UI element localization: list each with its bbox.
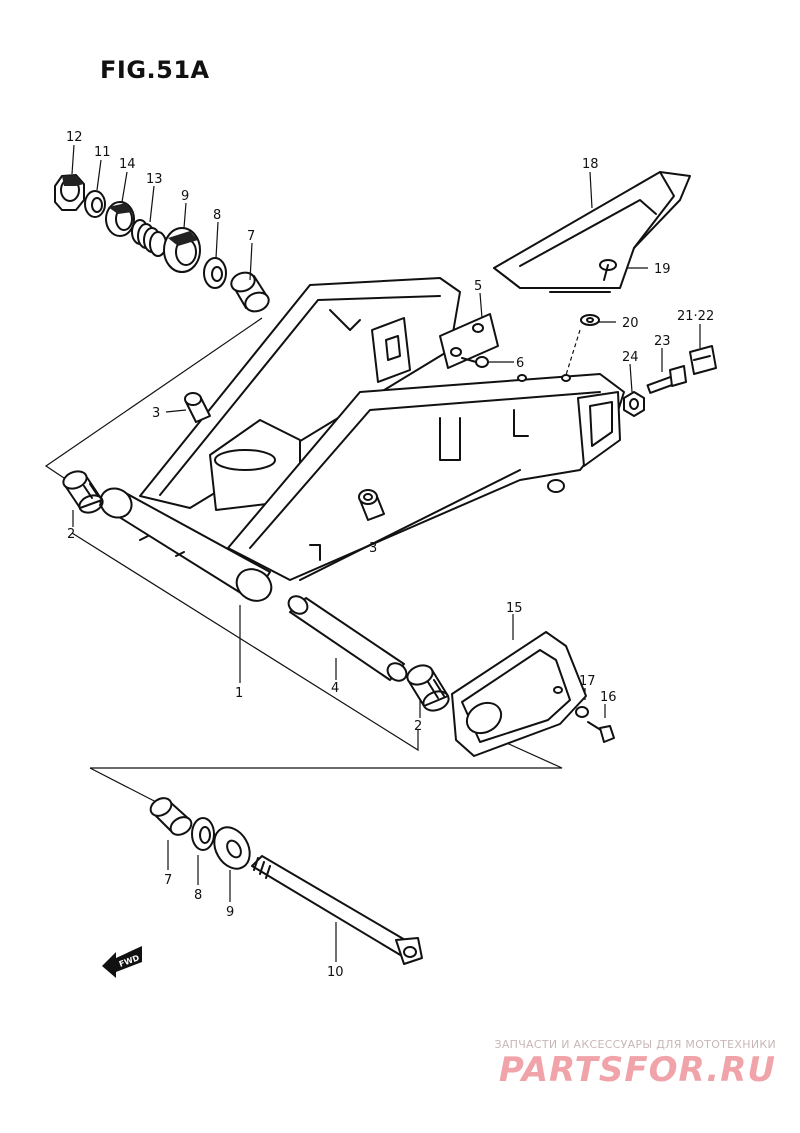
part-13-spring bbox=[131, 219, 167, 257]
part-3-bushing-left bbox=[184, 392, 211, 423]
callout-6: 6 bbox=[516, 356, 524, 371]
part-9-seal bbox=[163, 227, 201, 273]
callout-12: 12 bbox=[66, 130, 83, 145]
part-7-bushing-lower bbox=[149, 797, 193, 836]
watermark: ЗАПЧАСТИ И АКСЕССУАРЫ ДЛЯ МОТОТЕХНИКИ PA… bbox=[494, 1038, 776, 1089]
fwd-arrow-icon: FWD bbox=[102, 946, 142, 978]
callout-5: 5 bbox=[474, 279, 482, 294]
part-1-swingarm bbox=[99, 277, 625, 602]
watermark-caption: ЗАПЧАСТИ И АКСЕССУАРЫ ДЛЯ МОТОТЕХНИКИ bbox=[494, 1038, 776, 1051]
callout-16: 16 bbox=[600, 690, 617, 705]
callout-9-lower: 9 bbox=[226, 905, 234, 920]
part-5-plate bbox=[439, 313, 499, 369]
callout-3-left: 3 bbox=[152, 406, 160, 421]
callout-2-right: 2 bbox=[414, 719, 422, 734]
part-18-chain-case bbox=[493, 171, 691, 293]
callout-18: 18 bbox=[582, 157, 599, 172]
callout-24: 24 bbox=[622, 350, 639, 365]
part-4-spacer bbox=[287, 595, 408, 682]
part-16-bolt bbox=[587, 721, 615, 743]
callout-19: 19 bbox=[654, 262, 671, 277]
part-15-chain-guide bbox=[451, 631, 587, 757]
callout-23: 23 bbox=[654, 334, 671, 349]
part-10-pivot-shaft bbox=[251, 855, 423, 965]
callout-1: 1 bbox=[235, 686, 243, 701]
part-12-nut bbox=[54, 174, 85, 211]
part-21-22-adjuster bbox=[689, 345, 717, 375]
part-11-washer bbox=[84, 190, 106, 218]
part-9-washer-lower bbox=[213, 826, 251, 870]
part-6-bolt bbox=[461, 356, 489, 368]
part-24-nut bbox=[623, 391, 645, 417]
callout-7-lower: 7 bbox=[164, 873, 172, 888]
callout-15: 15 bbox=[506, 601, 523, 616]
callout-11: 11 bbox=[94, 145, 111, 160]
part-8-washer-lower bbox=[191, 817, 215, 851]
leader-lines bbox=[44, 144, 701, 962]
pivot-hardware-upper bbox=[54, 174, 270, 313]
callout-2-left: 2 bbox=[67, 527, 75, 542]
watermark-logo: PARTSFOR.RU bbox=[498, 1050, 776, 1090]
callout-13: 13 bbox=[146, 172, 163, 187]
part-2-bearing-right bbox=[406, 664, 450, 712]
callout-17: 17 bbox=[579, 674, 596, 689]
callout-9-upper: 9 bbox=[181, 189, 189, 204]
part-7-bushing bbox=[230, 271, 270, 313]
part-23-bolt bbox=[646, 365, 687, 394]
part-3-bushing-right bbox=[358, 489, 385, 521]
part-14-collar bbox=[105, 201, 135, 237]
part-2-bearing-left bbox=[62, 470, 104, 514]
callout-8-upper: 8 bbox=[213, 208, 221, 223]
part-20-washer bbox=[580, 314, 600, 326]
callout-21-22: 21·22 bbox=[677, 309, 714, 324]
callout-labels: 12 11 14 13 9 8 7 18 19 5 6 20 21·22 23 … bbox=[66, 130, 714, 980]
figure-title: FIG.51A bbox=[100, 56, 210, 84]
callout-8-lower: 8 bbox=[194, 888, 202, 903]
callout-7-upper: 7 bbox=[247, 229, 255, 244]
part-19-screw bbox=[599, 259, 617, 281]
callout-3-right: 3 bbox=[369, 541, 377, 556]
callout-10: 10 bbox=[327, 965, 344, 980]
callout-14: 14 bbox=[119, 157, 136, 172]
part-8-washer bbox=[203, 257, 227, 289]
part-17-collar bbox=[575, 706, 589, 718]
callout-20: 20 bbox=[622, 316, 639, 331]
callout-4: 4 bbox=[331, 681, 339, 696]
